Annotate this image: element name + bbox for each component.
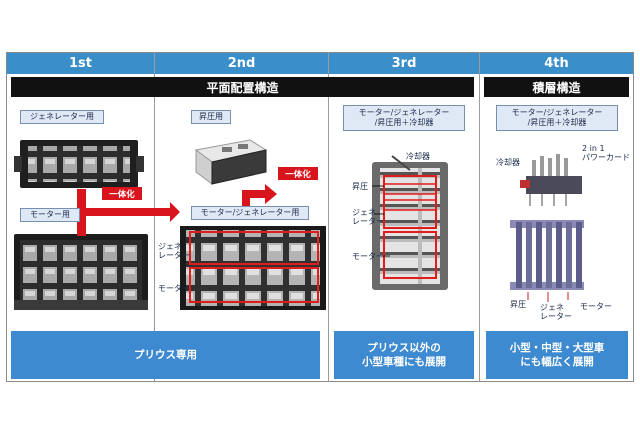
gen3-box-label: モーター/ジェネレーター /昇圧用＋冷却器 <box>343 105 465 131</box>
gen-header-1st: 1st <box>7 53 154 74</box>
gen12-scope-box: プリウス専用 <box>11 331 320 379</box>
gen2-generator-side-label: ジェネ レーター <box>158 242 190 261</box>
gen3-booster-label: 昇圧 <box>352 182 368 191</box>
gen4-stacked-module-image <box>510 220 584 302</box>
gen2-merge-tag: 一体化 <box>278 167 318 180</box>
gen3-motor-label: モーター <box>352 252 384 261</box>
gen4-booster-label: 昇圧 <box>510 300 526 309</box>
gen1-motor-module-image <box>14 234 148 310</box>
gen3-generator-label: ジェネ レーター <box>352 208 384 227</box>
gen2-booster-label: 昇圧用 <box>191 110 231 124</box>
column-divider <box>154 52 155 382</box>
gen3-stacked-module-image <box>372 155 448 290</box>
gen2-combined-label: モーター/ジェネレーター用 <box>191 206 309 220</box>
gen3-scope-box: プリウス以外の 小型車種にも展開 <box>334 331 474 379</box>
stacked-structure-band: 積層構造 <box>484 77 629 97</box>
gen1-generator-label: ジェネレーター用 <box>20 110 104 124</box>
gen2-combined-module-image <box>180 226 326 310</box>
gen1-motor-label: モーター用 <box>20 208 80 222</box>
gen-header-2nd: 2nd <box>155 53 328 74</box>
planar-structure-band: 平面配置構造 <box>11 77 474 97</box>
gen-header-3rd: 3rd <box>329 53 479 74</box>
gen4-generator-label: ジェネ レーター <box>540 303 572 322</box>
gen4-cooler-label: 冷却器 <box>496 158 520 167</box>
gen4-power-card-label: 2 in 1 パワーカード <box>582 144 630 163</box>
gen4-power-card-image <box>520 154 582 206</box>
gen4-box-label: モーター/ジェネレーター /昇圧用＋冷却器 <box>496 105 618 131</box>
column-divider <box>479 52 480 382</box>
gen2-motor-side-label: モーター <box>158 284 190 293</box>
gen2-booster-module-image <box>194 139 268 185</box>
column-divider <box>328 52 329 382</box>
gen4-scope-box: 小型・中型・大型車 にも幅広く展開 <box>486 331 628 379</box>
gen1-generator-module-image <box>14 140 144 188</box>
gen1-merge-tag: 一体化 <box>102 187 142 200</box>
gen3-cooler-label: 冷却器 <box>406 152 430 161</box>
gen-header-4th: 4th <box>480 53 633 74</box>
gen4-motor-label: モーター <box>580 302 612 311</box>
merge-arrow-1 <box>77 189 180 236</box>
